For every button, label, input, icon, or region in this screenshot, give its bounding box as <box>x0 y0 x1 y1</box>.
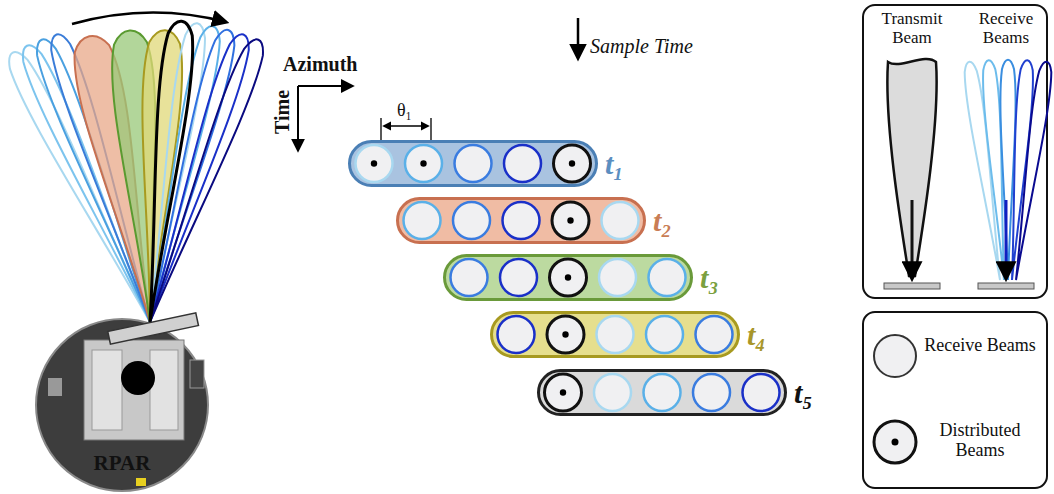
beam-spacing-label: θ₁ <box>397 101 412 121</box>
radar-part <box>150 350 178 430</box>
receive-beam <box>594 374 631 411</box>
time-step-label: t₃ <box>700 263 719 293</box>
receive-beam <box>455 145 492 182</box>
beam-center-dot <box>371 160 377 166</box>
legend-heading: Transmit Beam <box>864 10 960 47</box>
beam-center-dot <box>569 160 575 166</box>
receive-beam <box>405 145 442 182</box>
time-step-label: t₄ <box>747 320 766 350</box>
receive-beam <box>500 259 537 296</box>
legend-text: Receive Beams <box>924 336 1036 356</box>
time-step-band: t₃ <box>443 254 693 301</box>
beam-lobe <box>135 20 197 324</box>
array-face <box>884 283 940 289</box>
distributed-beam-symbol <box>874 421 916 463</box>
time-step-band: t₂ <box>396 197 646 244</box>
distributed-beam <box>554 145 591 182</box>
receive-beam <box>451 259 488 296</box>
distributed-beam <box>550 259 587 296</box>
receive-beam <box>646 316 683 353</box>
beam-row <box>540 372 784 413</box>
beam-center-dot <box>565 274 571 280</box>
beam-center-dot <box>567 217 573 223</box>
receive-beam <box>649 259 686 296</box>
radar-part <box>136 478 146 486</box>
receive-beam-symbol <box>874 335 916 377</box>
sample-time-arrow <box>577 18 580 58</box>
symbol-legend-box <box>863 312 1047 488</box>
distributed-beam <box>547 316 584 353</box>
beam-row <box>446 257 690 298</box>
receive-beam <box>503 202 540 239</box>
time-axis <box>297 86 299 150</box>
time-step-band: t₁ <box>348 140 598 187</box>
distributed-beam-dot <box>892 439 899 446</box>
radar-name: RPAR <box>94 452 151 475</box>
receive-arrow <box>1005 200 1008 278</box>
radar-frame <box>84 340 184 440</box>
receive-beam <box>693 374 730 411</box>
distributed-beam <box>545 374 582 411</box>
beam-row <box>351 143 595 184</box>
receive-beam <box>599 259 636 296</box>
time-step-label: t₂ <box>653 206 672 236</box>
legend-heading: Receive Beams <box>966 10 1046 47</box>
beam-row <box>493 314 737 355</box>
receive-beam <box>743 374 780 411</box>
receive-beam-lobe <box>981 60 1012 281</box>
beam-center-dot <box>560 389 566 395</box>
transmit-arrow <box>911 200 914 278</box>
receive-beam <box>356 145 393 182</box>
receive-beam <box>498 316 535 353</box>
radar-part <box>48 378 62 396</box>
beam-lobe <box>138 35 270 326</box>
receive-beam <box>597 316 634 353</box>
radar-hub <box>121 361 155 395</box>
receive-beam <box>696 316 733 353</box>
axis-label: Time <box>271 90 293 134</box>
beam-center-dot <box>420 160 426 166</box>
radar-part <box>92 350 122 430</box>
beam-center-dot <box>562 331 568 337</box>
receive-beam <box>504 145 541 182</box>
beam-row <box>399 200 643 241</box>
legend-text: Distributed Beams <box>924 421 1036 461</box>
receive-beam-lobe <box>1008 61 1054 281</box>
time-step-label: t₅ <box>794 378 813 408</box>
receive-beam <box>453 202 490 239</box>
receive-beam <box>404 202 441 239</box>
receive-beam <box>644 374 681 411</box>
axis-label: Azimuth <box>283 53 357 75</box>
spacing-arrow <box>384 125 428 126</box>
time-step-label: t₁ <box>605 149 624 179</box>
time-step-band: t₄ <box>490 311 740 358</box>
receive-beam <box>602 202 639 239</box>
antenna-panel <box>108 313 199 344</box>
array-face <box>978 283 1034 289</box>
azimuth-axis <box>298 85 352 87</box>
radar-part <box>190 360 204 388</box>
sample-time-label: Sample Time <box>590 35 693 57</box>
distributed-beam <box>552 202 589 239</box>
rotation-arrow <box>72 12 226 24</box>
time-step-band: t₅ <box>537 369 787 416</box>
radar-base <box>36 319 208 491</box>
